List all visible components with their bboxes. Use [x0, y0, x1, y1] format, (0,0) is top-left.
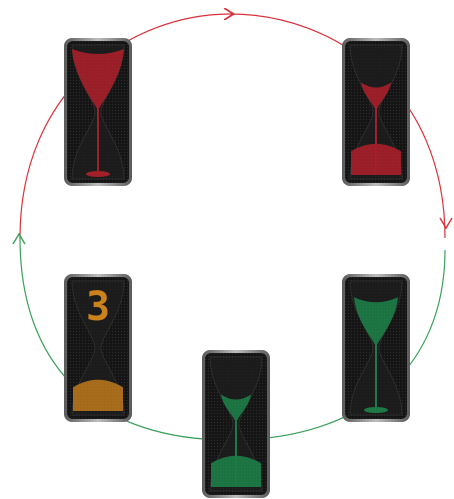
- hourglass-icon: [201, 349, 271, 499]
- hourglass-icon: [341, 37, 411, 187]
- red-hourglass-full-signal: [63, 37, 133, 187]
- red-hourglass-draining-signal: [341, 37, 411, 187]
- amber-countdown-signal: 3: [63, 273, 133, 423]
- countdown-digit: 3: [63, 287, 133, 327]
- arrow-head-icon: [440, 218, 452, 228]
- green-hourglass-draining-signal: [201, 349, 271, 499]
- hourglass-icon: [63, 37, 133, 187]
- arrow-head-icon: [13, 234, 25, 244]
- hourglass-icon: [341, 273, 411, 423]
- green-hourglass-full-signal: [341, 273, 411, 423]
